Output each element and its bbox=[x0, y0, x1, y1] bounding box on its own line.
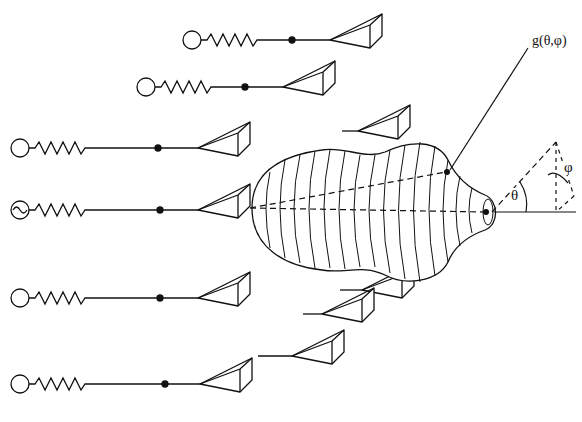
pattern-label: g(θ,φ) bbox=[531, 34, 568, 48]
angle-label: φ bbox=[563, 160, 574, 175]
angle-label: θ bbox=[510, 188, 519, 203]
